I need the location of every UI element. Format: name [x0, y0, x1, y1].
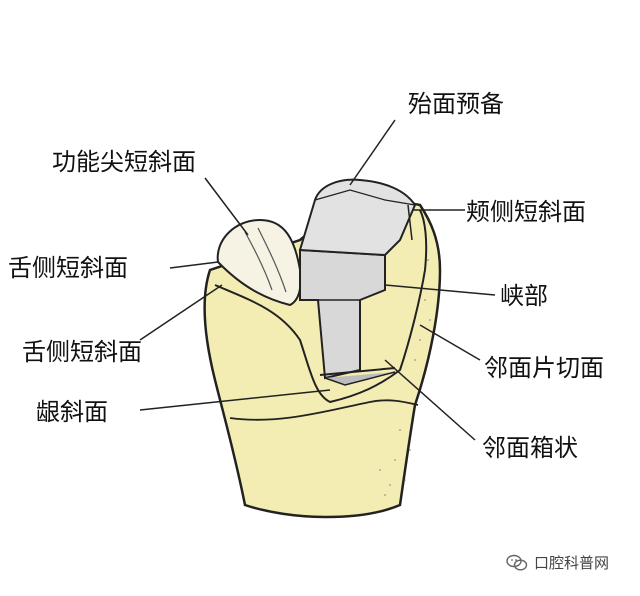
label-gingival-bevel: 龈斜面 [36, 398, 108, 426]
label-occlusal-prep: 殆面预备 [408, 90, 504, 118]
label-isthmus: 峡部 [500, 282, 548, 310]
label-buccal-bevel: 颊侧短斜面 [466, 198, 586, 226]
prep-box [299, 248, 386, 380]
watermark: 口腔科普网 [506, 552, 609, 573]
label-functional-cusp-bevel: 功能尖短斜面 [52, 148, 196, 176]
label-lingual-bevel-upper: 舌侧短斜面 [8, 254, 128, 282]
tooth-shading [379, 259, 431, 496]
label-lingual-bevel-lower: 舌侧短斜面 [22, 338, 142, 366]
leader-lines [139, 119, 496, 441]
label-proximal-slice: 邻面片切面 [484, 354, 604, 382]
label-proximal-box: 邻面箱状 [482, 434, 578, 462]
wechat-icon [506, 554, 528, 571]
prep-margin [214, 209, 428, 404]
cej-line [229, 399, 419, 421]
watermark-text: 口腔科普网 [534, 554, 610, 572]
